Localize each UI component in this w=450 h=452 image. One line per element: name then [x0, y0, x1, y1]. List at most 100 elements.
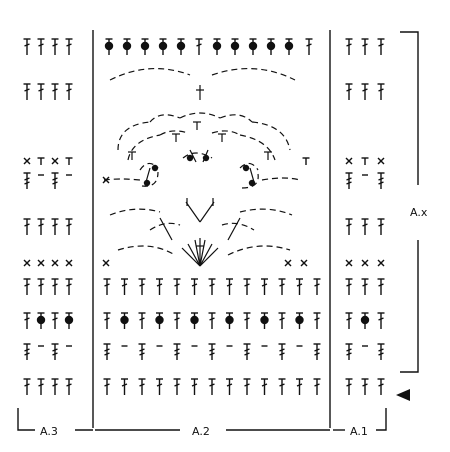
treble-crochet-symbol — [377, 378, 385, 395]
chain-arc — [239, 162, 259, 171]
chain-arc — [141, 171, 159, 187]
treble-crochet-symbol — [65, 38, 73, 55]
treble-with-dot-symbol — [212, 38, 222, 55]
treble-with-dot-symbol — [230, 38, 240, 55]
repeat-bracket-top — [400, 31, 419, 185]
treble-crochet-symbol — [156, 378, 163, 395]
treble-with-dot-symbol — [122, 38, 132, 55]
treble-crochet-symbol — [361, 378, 369, 395]
treble-crochet-symbol — [377, 278, 385, 295]
treble-with-dot-symbol — [295, 312, 304, 329]
treble-crochet-symbol — [121, 278, 128, 295]
crossed-double-treble-symbol — [345, 172, 353, 189]
treble-crochet-symbol — [313, 278, 321, 295]
treble-crochet-symbol — [243, 378, 251, 395]
treble-crochet-symbol — [377, 83, 385, 100]
double-crochet-symbol — [361, 259, 369, 267]
treble-crochet-symbol — [278, 312, 286, 329]
treble-crochet-symbol — [191, 378, 198, 395]
half-treble-symbol — [65, 157, 73, 165]
chain-arc — [109, 68, 191, 81]
treble-with-dot-symbol — [260, 312, 269, 329]
treble-crochet-symbol — [51, 312, 59, 329]
chain-arc — [109, 208, 161, 216]
treble-crochet-symbol — [305, 38, 313, 55]
chain-arc — [117, 121, 151, 151]
double-crochet-symbol — [51, 259, 59, 267]
treble-crochet-symbol — [23, 38, 31, 55]
treble-crochet-symbol — [261, 278, 268, 295]
treble-crochet-symbol — [361, 83, 369, 100]
treble-crochet-symbol — [23, 218, 31, 235]
fan-dots — [143, 154, 256, 187]
treble-with-dot-symbol — [140, 38, 150, 55]
treble-crochet-symbol — [23, 378, 31, 395]
treble-crochet-symbol — [208, 278, 216, 295]
double-crochet-symbol — [377, 259, 385, 267]
treble-with-dot-symbol — [225, 312, 234, 329]
treble-crochet-symbol — [345, 38, 353, 55]
treble-with-dot-symbol — [36, 312, 46, 329]
treble-crochet-symbol — [377, 312, 385, 329]
crossed-double-treble-symbol — [103, 343, 111, 360]
fan-stems — [128, 85, 272, 267]
treble-crochet-symbol — [173, 278, 181, 295]
treble-crochet-symbol — [37, 83, 45, 100]
treble-crochet-symbol — [345, 378, 353, 395]
crossed-double-treble-symbol — [51, 172, 59, 189]
treble-crochet-symbol — [243, 278, 251, 295]
treble-crochet-symbol — [51, 278, 59, 295]
treble-crochet-symbol — [23, 312, 31, 329]
double-crochet-symbol — [284, 259, 292, 267]
treble-crochet-symbol — [226, 278, 233, 295]
treble-with-dot-symbol — [284, 38, 294, 55]
treble-crochet-symbol — [65, 378, 73, 395]
chain-arc — [127, 134, 161, 161]
chain-arc — [211, 68, 296, 81]
treble-with-dot-symbol — [176, 38, 186, 55]
chain-arc — [103, 178, 141, 181]
treble-crochet-symbol — [103, 278, 111, 295]
treble-crochet-symbol — [37, 378, 45, 395]
treble-crochet-symbol — [345, 83, 353, 100]
crossed-double-treble-symbol — [243, 343, 251, 360]
double-crochet-symbol — [51, 157, 59, 165]
chain-arc — [139, 162, 159, 171]
chain-arc — [149, 114, 181, 123]
treble-crochet-symbol — [37, 218, 45, 235]
treble-crochet-symbol — [191, 278, 198, 295]
treble-crochet-symbol — [361, 218, 369, 235]
double-crochet-symbol — [23, 259, 31, 267]
double-crochet-symbol — [345, 157, 353, 165]
treble-crochet-symbol — [51, 218, 59, 235]
stitch-grid — [23, 38, 385, 395]
treble-crochet-symbol — [345, 312, 353, 329]
row-start-arrow-icon — [396, 389, 410, 401]
treble-with-dot-symbol — [190, 312, 199, 329]
label-a2: A.2 — [192, 425, 210, 438]
treble-with-dot-symbol — [64, 312, 74, 329]
crossed-double-treble-symbol — [208, 343, 216, 360]
treble-with-dot-symbol — [120, 312, 129, 329]
treble-crochet-symbol — [103, 312, 111, 329]
crossed-double-treble-symbol — [377, 343, 385, 360]
treble-crochet-symbol — [313, 312, 321, 329]
double-crochet-symbol — [102, 259, 110, 267]
treble-crochet-symbol — [65, 278, 73, 295]
treble-crochet-symbol — [208, 378, 216, 395]
label-a3: A.3 — [40, 425, 58, 438]
panel-frame — [17, 30, 419, 431]
treble-crochet-symbol — [23, 83, 31, 100]
treble-with-dot-symbol — [104, 38, 114, 55]
treble-crochet-symbol — [226, 378, 233, 395]
treble-crochet-symbol — [51, 83, 59, 100]
treble-crochet-symbol — [345, 278, 353, 295]
treble-with-dot-symbol — [158, 38, 168, 55]
treble-crochet-symbol — [208, 312, 216, 329]
crossed-double-treble-symbol — [377, 172, 385, 189]
crossed-double-treble-symbol — [138, 343, 146, 360]
treble-crochet-symbol — [173, 312, 181, 329]
treble-crochet-symbol — [361, 278, 369, 295]
chain-arc — [251, 121, 291, 151]
crossed-double-treble-symbol — [313, 343, 321, 360]
